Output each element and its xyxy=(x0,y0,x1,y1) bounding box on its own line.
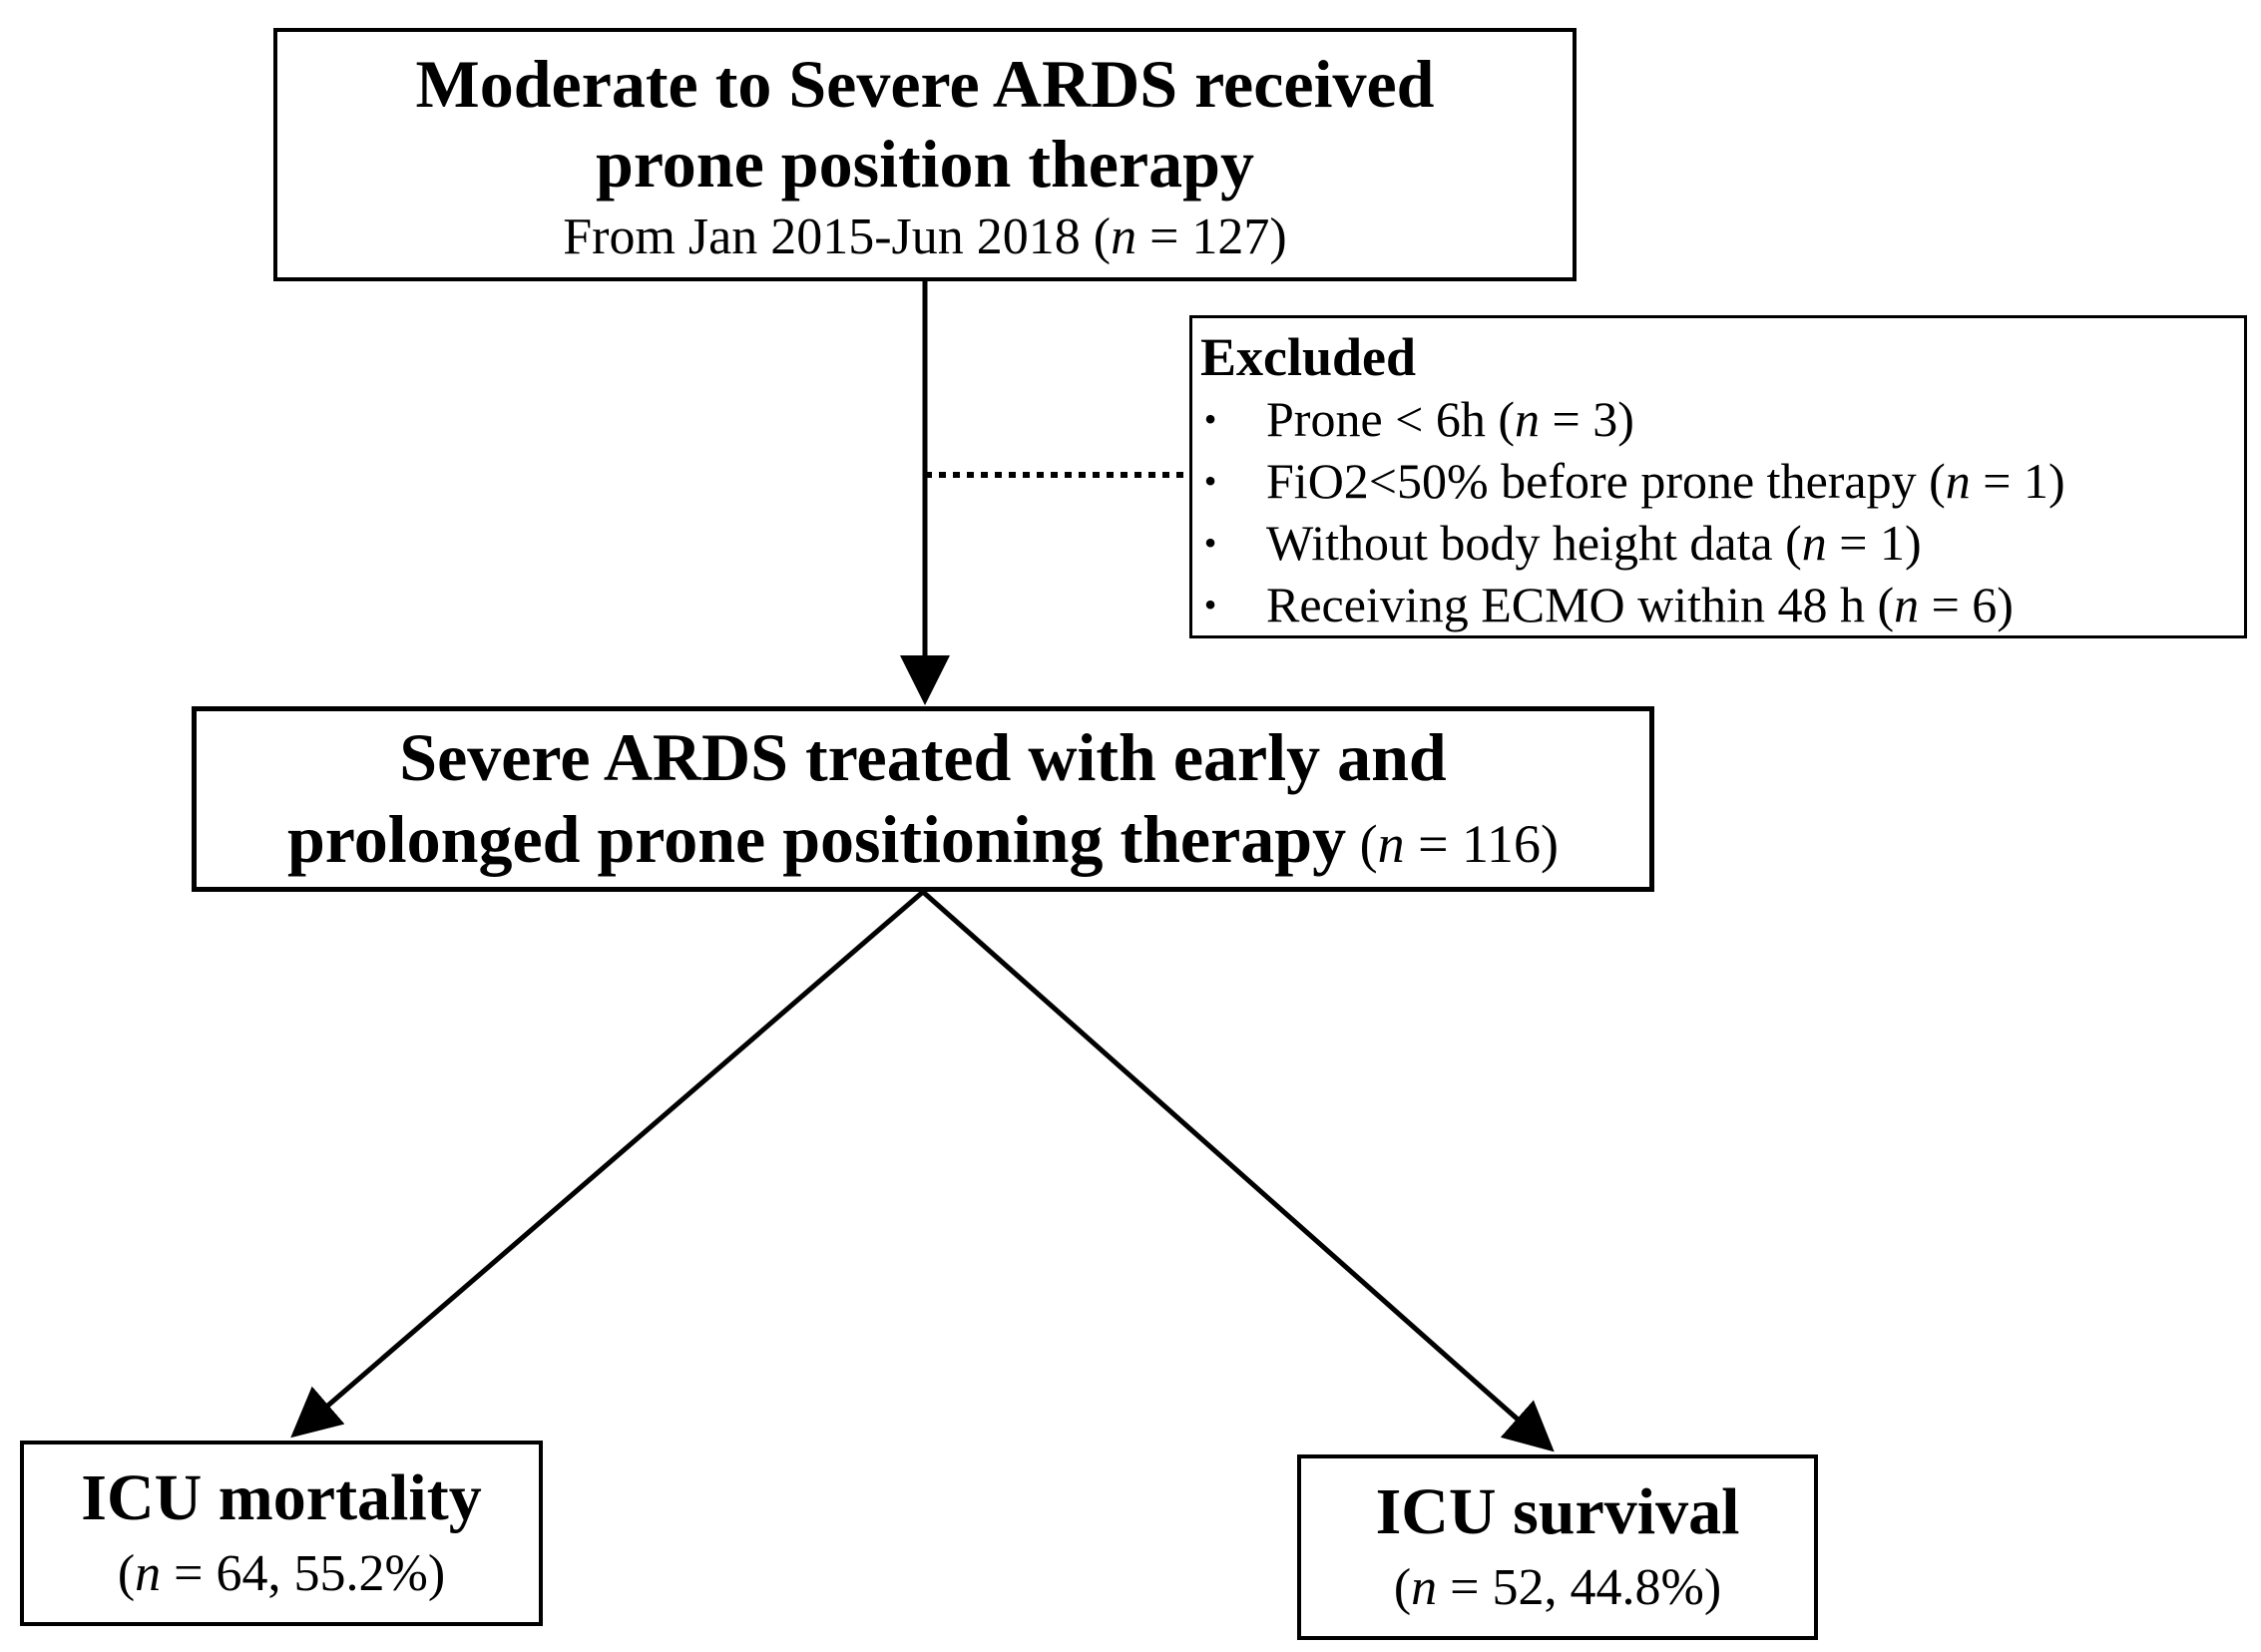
inclusion-period-suffix: = 127) xyxy=(1136,208,1287,266)
inclusion-title: Moderate to Severe ARDS received prone p… xyxy=(277,44,1573,204)
excluded-item-suffix: = 1) xyxy=(1826,515,1922,572)
n-symbol: n xyxy=(135,1544,162,1602)
n-symbol: n xyxy=(1894,577,1920,633)
cohort-count: (n = 116) xyxy=(1346,814,1559,874)
cohort-title-line2-wrapper: prolonged prone positioning therapy (n =… xyxy=(197,799,1649,881)
icu-survival-title: ICU survival xyxy=(1375,1475,1740,1548)
excluded-item: • Prone < 6h (n = 3) xyxy=(1200,388,2244,450)
inclusion-title-line2: prone position therapy xyxy=(596,126,1254,203)
inclusion-title-line1: Moderate to Severe ARDS received xyxy=(415,46,1435,122)
excluded-item-suffix: = 6) xyxy=(1919,577,2014,633)
bullet-icon: • xyxy=(1203,399,1217,440)
cohort-title-line1: Severe ARDS treated with early and xyxy=(399,719,1447,795)
icu-survival-box: ICU survival (n = 52, 44.8%) xyxy=(1297,1454,1818,1640)
n-symbol: n xyxy=(1945,453,1971,510)
excluded-item: • FiO2<50% before prone therapy (n = 1) xyxy=(1200,450,2244,512)
cohort-count-prefix: ( xyxy=(1346,813,1378,874)
icu-mortality-box: ICU mortality (n = 64, 55.2%) xyxy=(20,1441,543,1626)
n-symbol: n xyxy=(1801,515,1827,572)
cohort-box: Severe ARDS treated with early and prolo… xyxy=(192,706,1654,892)
n-symbol: n xyxy=(1411,1558,1438,1616)
excluded-list: •Prone < 6h (n = 3) •FiO2<50% before pro… xyxy=(1200,388,2244,635)
bullet-icon: • xyxy=(1203,585,1217,625)
n-symbol: n xyxy=(1377,813,1405,874)
excluded-item-prefix: Without body height data ( xyxy=(1266,515,1802,572)
excluded-title: Excluded xyxy=(1200,327,1417,387)
excluded-item: • Without body height data (n = 1) xyxy=(1200,512,2244,574)
inclusion-period: From Jan 2015-Jun 2018 (n = 127) xyxy=(277,207,1573,266)
n-symbol: n xyxy=(1515,391,1540,448)
icu-mortality-count-suffix: = 64, 55.2%) xyxy=(161,1544,446,1602)
excluded-item-prefix: FiO2<50% before prone therapy ( xyxy=(1266,453,1946,510)
cohort-title-line2: prolonged prone positioning therapy xyxy=(286,800,1347,877)
icu-survival-count: (n = 52, 44.8%) xyxy=(1301,1558,1814,1617)
n-symbol: n xyxy=(1111,208,1137,266)
bullet-icon: • xyxy=(1203,461,1217,502)
bullet-icon: • xyxy=(1203,523,1217,564)
excluded-box: Excluded •Prone < 6h (n = 3) •FiO2<50% b… xyxy=(1189,315,2247,638)
icu-survival-count-prefix: ( xyxy=(1393,1558,1412,1616)
cohort-title: Severe ARDS treated with early and prolo… xyxy=(197,717,1649,880)
cohort-count-suffix: = 116) xyxy=(1404,813,1560,874)
excluded-item-suffix: = 1) xyxy=(1970,453,2065,510)
icu-mortality-title: ICU mortality xyxy=(81,1461,482,1534)
arrow-middle-to-left xyxy=(290,890,925,1439)
icu-mortality-count-prefix: ( xyxy=(117,1544,136,1602)
excluded-item-prefix: Prone < 6h ( xyxy=(1266,391,1515,448)
inclusion-period-prefix: From Jan 2015-Jun 2018 ( xyxy=(563,208,1112,266)
excluded-item-suffix: = 3) xyxy=(1540,391,1634,448)
inclusion-box: Moderate to Severe ARDS received prone p… xyxy=(273,28,1577,281)
arrow-middle-to-right xyxy=(921,890,1555,1452)
excluded-item-prefix: Receiving ECMO within 48 h ( xyxy=(1266,577,1895,633)
icu-survival-count-suffix: = 52, 44.8%) xyxy=(1437,1558,1722,1616)
excluded-item: • Receiving ECMO within 48 h (n = 6) xyxy=(1200,574,2244,635)
icu-mortality-count: (n = 64, 55.2%) xyxy=(24,1544,539,1603)
